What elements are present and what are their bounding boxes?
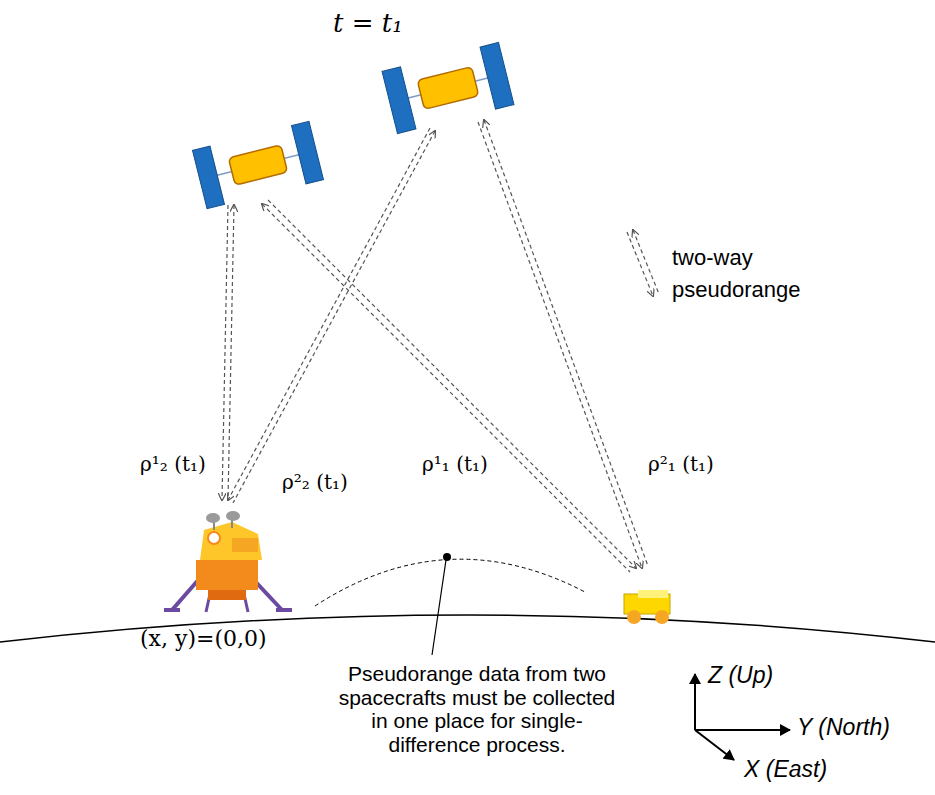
pseudorange-label: ρ¹₁ (t₁) (422, 452, 488, 476)
pseudorange-label: ρ²₁ (t₁) (648, 452, 714, 476)
axis-label: X (East) (744, 756, 827, 783)
origin-label: (x, y)=(0,0) (140, 626, 267, 651)
collection-point (443, 553, 451, 561)
satellite (193, 121, 324, 208)
rover (624, 590, 670, 624)
axis-label: Y (North) (797, 714, 890, 741)
callout-note: Pseudorange data from two spacecrafts mu… (332, 662, 622, 756)
pseudorange-label: ρ¹₂ (t₁) (140, 452, 206, 476)
satellite (382, 42, 514, 133)
pseudorange-label: ρ²₂ (t₁) (282, 470, 348, 494)
pseudorange-links (222, 120, 648, 572)
axis-label: Z (Up) (708, 662, 773, 689)
lander (164, 511, 292, 612)
legend-sample (627, 230, 659, 296)
leader-line (432, 560, 446, 655)
time-heading: t = t₁ (333, 8, 403, 38)
legend-text: two-way pseudorange (672, 242, 812, 306)
collection-arc (315, 559, 585, 606)
